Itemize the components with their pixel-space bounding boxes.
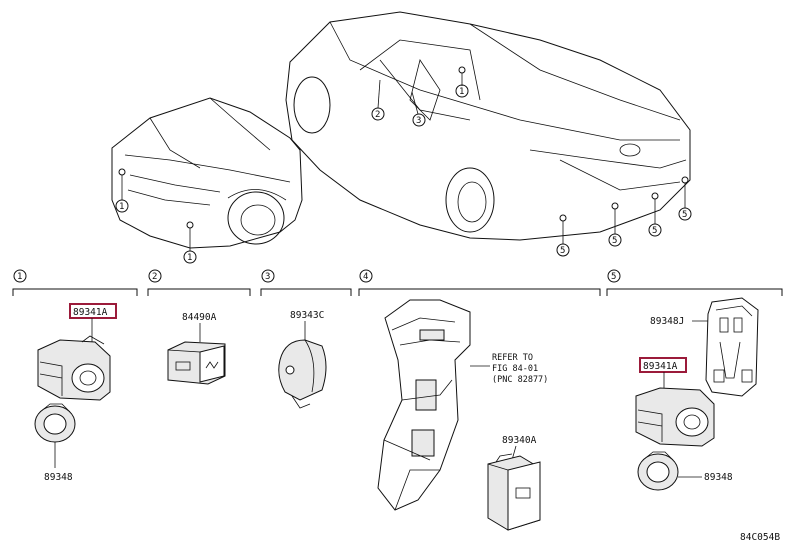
g1-sensor-label[interactable]: 89341A <box>73 307 108 318</box>
group-number-3: 3 <box>265 272 270 282</box>
group-5-parts: 89348J 89341A 89348 <box>635 297 759 491</box>
g5-sensor-label[interactable]: 89341A <box>643 361 678 372</box>
rear-callout-5c: 5 <box>612 236 617 246</box>
group-3-parts: 89343C <box>278 310 327 409</box>
g4-ref-line3: (PNC 82877) <box>492 375 548 385</box>
rear-callout-5d: 5 <box>560 246 565 256</box>
ultrasonic-sensor-icon <box>635 387 715 447</box>
g5-sensor-highlight <box>639 357 687 373</box>
rear-callout-5a: 5 <box>682 210 687 220</box>
clearance-ecu-icon <box>487 453 541 531</box>
ecu-bracket-icon <box>377 299 471 511</box>
rear-callout-3: 3 <box>416 116 421 126</box>
rear-callout-2: 2 <box>375 110 380 120</box>
buzzer-icon <box>278 339 327 409</box>
group-2-parts: 84490A <box>167 312 226 385</box>
front-car-illustration <box>111 97 303 249</box>
group-number-5: 5 <box>611 272 616 282</box>
group-1-parts: 89341A 89348 <box>34 303 117 483</box>
group-headers: 1 2 3 4 5 <box>12 269 783 296</box>
group-number-1: 1 <box>17 272 22 282</box>
rear-callout-1: 1 <box>459 87 464 97</box>
g1-sensor-highlight <box>69 303 117 319</box>
g4-ecu-label[interactable]: 89340A <box>502 435 537 446</box>
sensor-bracket-icon <box>705 297 759 397</box>
g5-retainer-label[interactable]: 89348 <box>704 472 733 483</box>
diagram-code: 84C054B <box>740 532 780 543</box>
group-number-4: 4 <box>363 272 368 282</box>
group-number-2: 2 <box>152 272 157 282</box>
front-callout-1b: 1 <box>187 253 192 263</box>
rear-sensor-callouts: 2 3 1 5 5 5 5 <box>371 66 692 257</box>
front-sensor-callouts: 1 1 <box>115 168 197 264</box>
rear-callout-5b: 5 <box>652 226 657 236</box>
sensor-retainer-icon <box>34 403 76 443</box>
group-4-parts: REFER TO FIG 84-01 (PNC 82877) 89340A <box>377 299 548 531</box>
g4-ref-line2: FIG 84-01 <box>492 364 538 374</box>
g5-bracket-label[interactable]: 89348J <box>650 316 684 327</box>
sensor-retainer-icon <box>637 451 679 491</box>
g4-ref-line1: REFER TO <box>492 353 533 363</box>
rear-car-illustration <box>285 11 691 241</box>
sonar-switch-icon <box>167 341 226 385</box>
g1-retainer-label[interactable]: 89348 <box>44 472 73 483</box>
front-callout-1a: 1 <box>119 202 124 212</box>
ultrasonic-sensor-icon <box>37 335 111 401</box>
g3-buzzer-label[interactable]: 89343C <box>290 310 324 321</box>
g2-switch-label[interactable]: 84490A <box>182 312 217 323</box>
